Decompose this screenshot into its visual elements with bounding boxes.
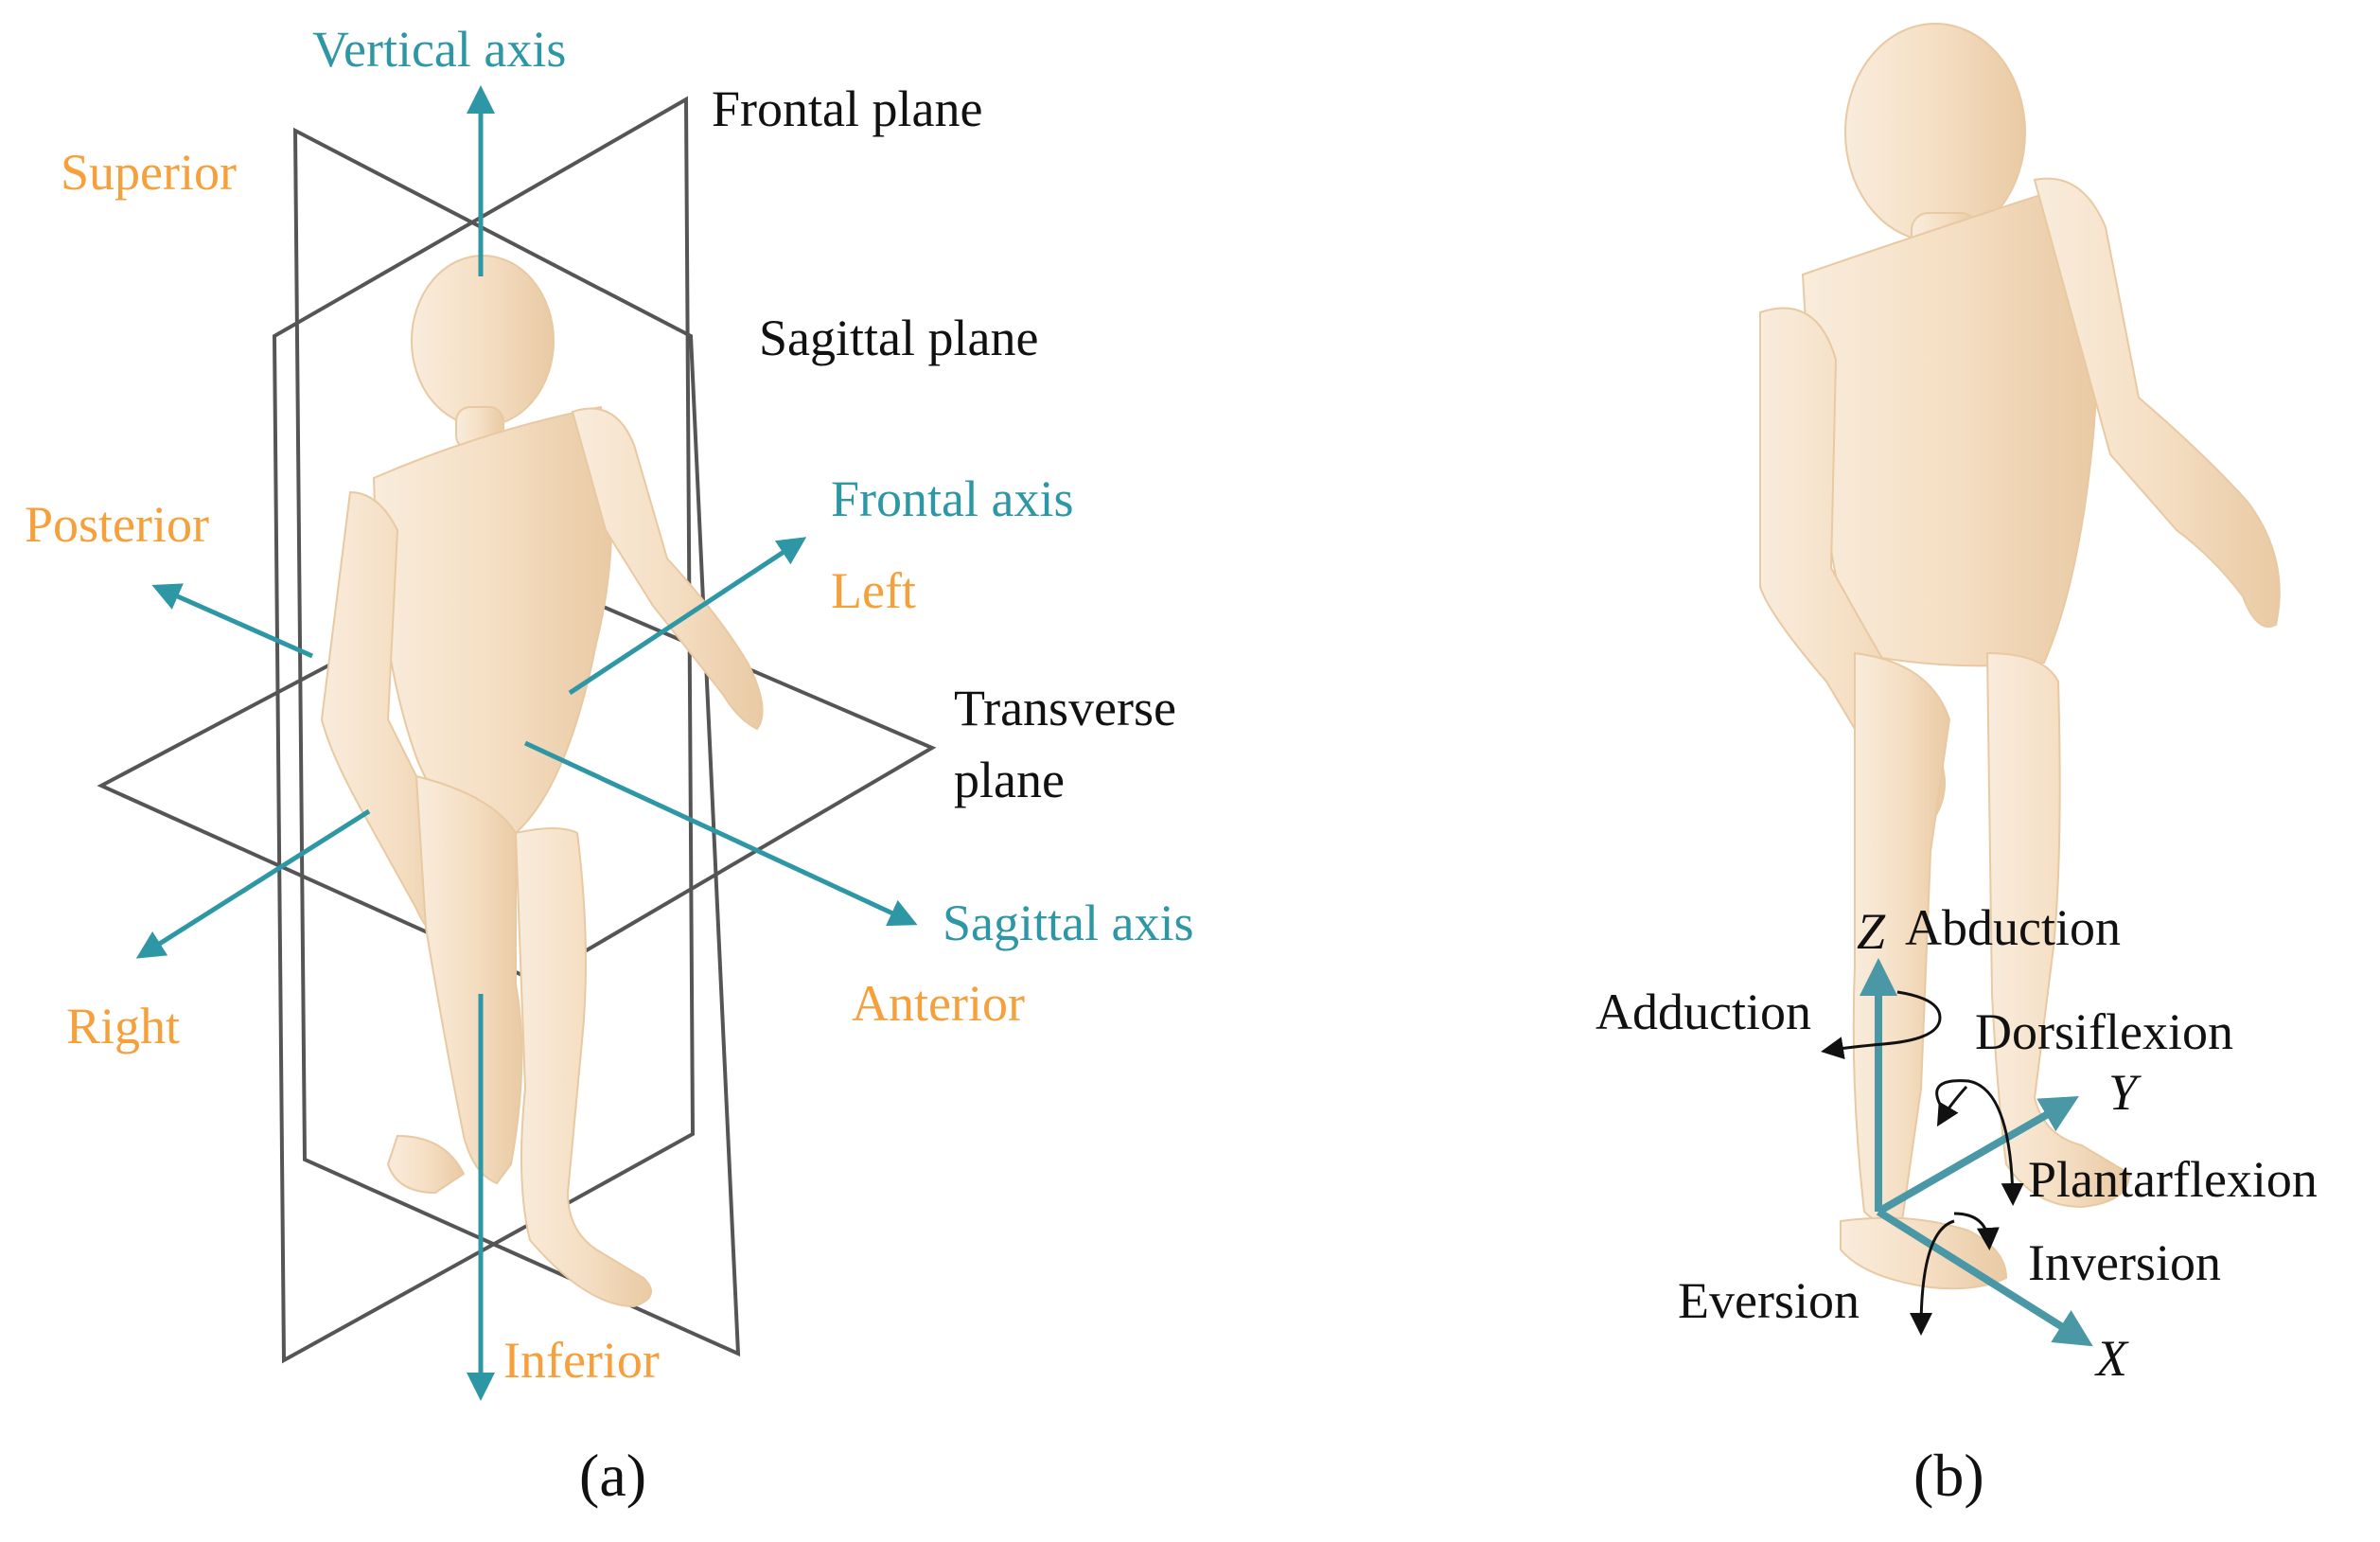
x-rotation-arrow: [1953, 1212, 2000, 1250]
sagittal-axis-label: Sagittal axis: [943, 895, 1193, 951]
x-axis-label: X: [2094, 1330, 2129, 1387]
frontal-axis-label: Frontal axis: [831, 470, 1073, 527]
axes-b: [1860, 958, 2093, 1347]
inversion-label: Inversion: [2028, 1234, 2221, 1291]
plantarflexion-label: Plantarflexion: [2028, 1151, 2318, 1208]
right-leg: [514, 827, 652, 1308]
x-rotation-arrow-back: [1910, 1219, 1955, 1336]
left-foot: [386, 1134, 466, 1195]
panel-a: Vertical axis Frontal plane Superior Sag…: [25, 21, 1193, 1509]
human-figure-a: [320, 255, 764, 1308]
right-label: Right: [66, 998, 180, 1055]
transverse-plane-label-line1: Transverse: [954, 680, 1176, 736]
torso: [372, 405, 613, 835]
x-axis: [1876, 1208, 2093, 1347]
inferior-label: Inferior: [503, 1332, 660, 1389]
transverse-plane-label-line2: plane: [954, 752, 1065, 808]
caption-a: (a): [579, 1442, 646, 1509]
panel-b: Z Abduction Adduction Dorsiflexion Y Pla…: [1595, 23, 2318, 1509]
z-rotation-arrow: [1821, 990, 1942, 1060]
y-rotation-arrow-back: [1936, 1085, 1968, 1127]
human-figure-b: [1759, 23, 2281, 1290]
left-label: Left: [831, 562, 916, 619]
anterior-label: Anterior: [852, 975, 1025, 1032]
eversion-label: Eversion: [1678, 1272, 1860, 1329]
z-axis-label: Z: [1857, 903, 1886, 960]
frontal-axis-right: [135, 808, 371, 959]
left-leg: [414, 774, 523, 1185]
rotation-arrows: [1821, 990, 2024, 1336]
abduction-label: Abduction: [1905, 899, 2121, 956]
y-rotation-arrow: [1935, 1079, 2024, 1206]
sagittal-axis-posterior: [151, 583, 314, 659]
adduction-label: Adduction: [1595, 984, 1811, 1040]
axes-a: [135, 85, 918, 1401]
y-axis: [1877, 1096, 2079, 1215]
caption-b: (b): [1913, 1442, 1984, 1509]
superior-label: Superior: [61, 144, 237, 201]
left-arm: [571, 407, 764, 731]
y-axis-label: Y: [2108, 1064, 2142, 1121]
left-arm: [2033, 177, 2281, 628]
foot: [1840, 1216, 2008, 1290]
vertical-axis-label: Vertical axis: [312, 21, 566, 78]
frontal-axis-left: [568, 537, 807, 696]
sagittal-axis-anterior: [523, 740, 918, 927]
posterior-label: Posterior: [25, 496, 209, 553]
sagittal-plane-label: Sagittal plane: [759, 310, 1038, 366]
dorsiflexion-label: Dorsiflexion: [1975, 1003, 2233, 1060]
frontal-plane: [292, 127, 741, 1357]
head: [411, 255, 555, 427]
frontal-plane-label: Frontal plane: [712, 80, 982, 137]
sagittal-plane: [272, 96, 696, 1364]
